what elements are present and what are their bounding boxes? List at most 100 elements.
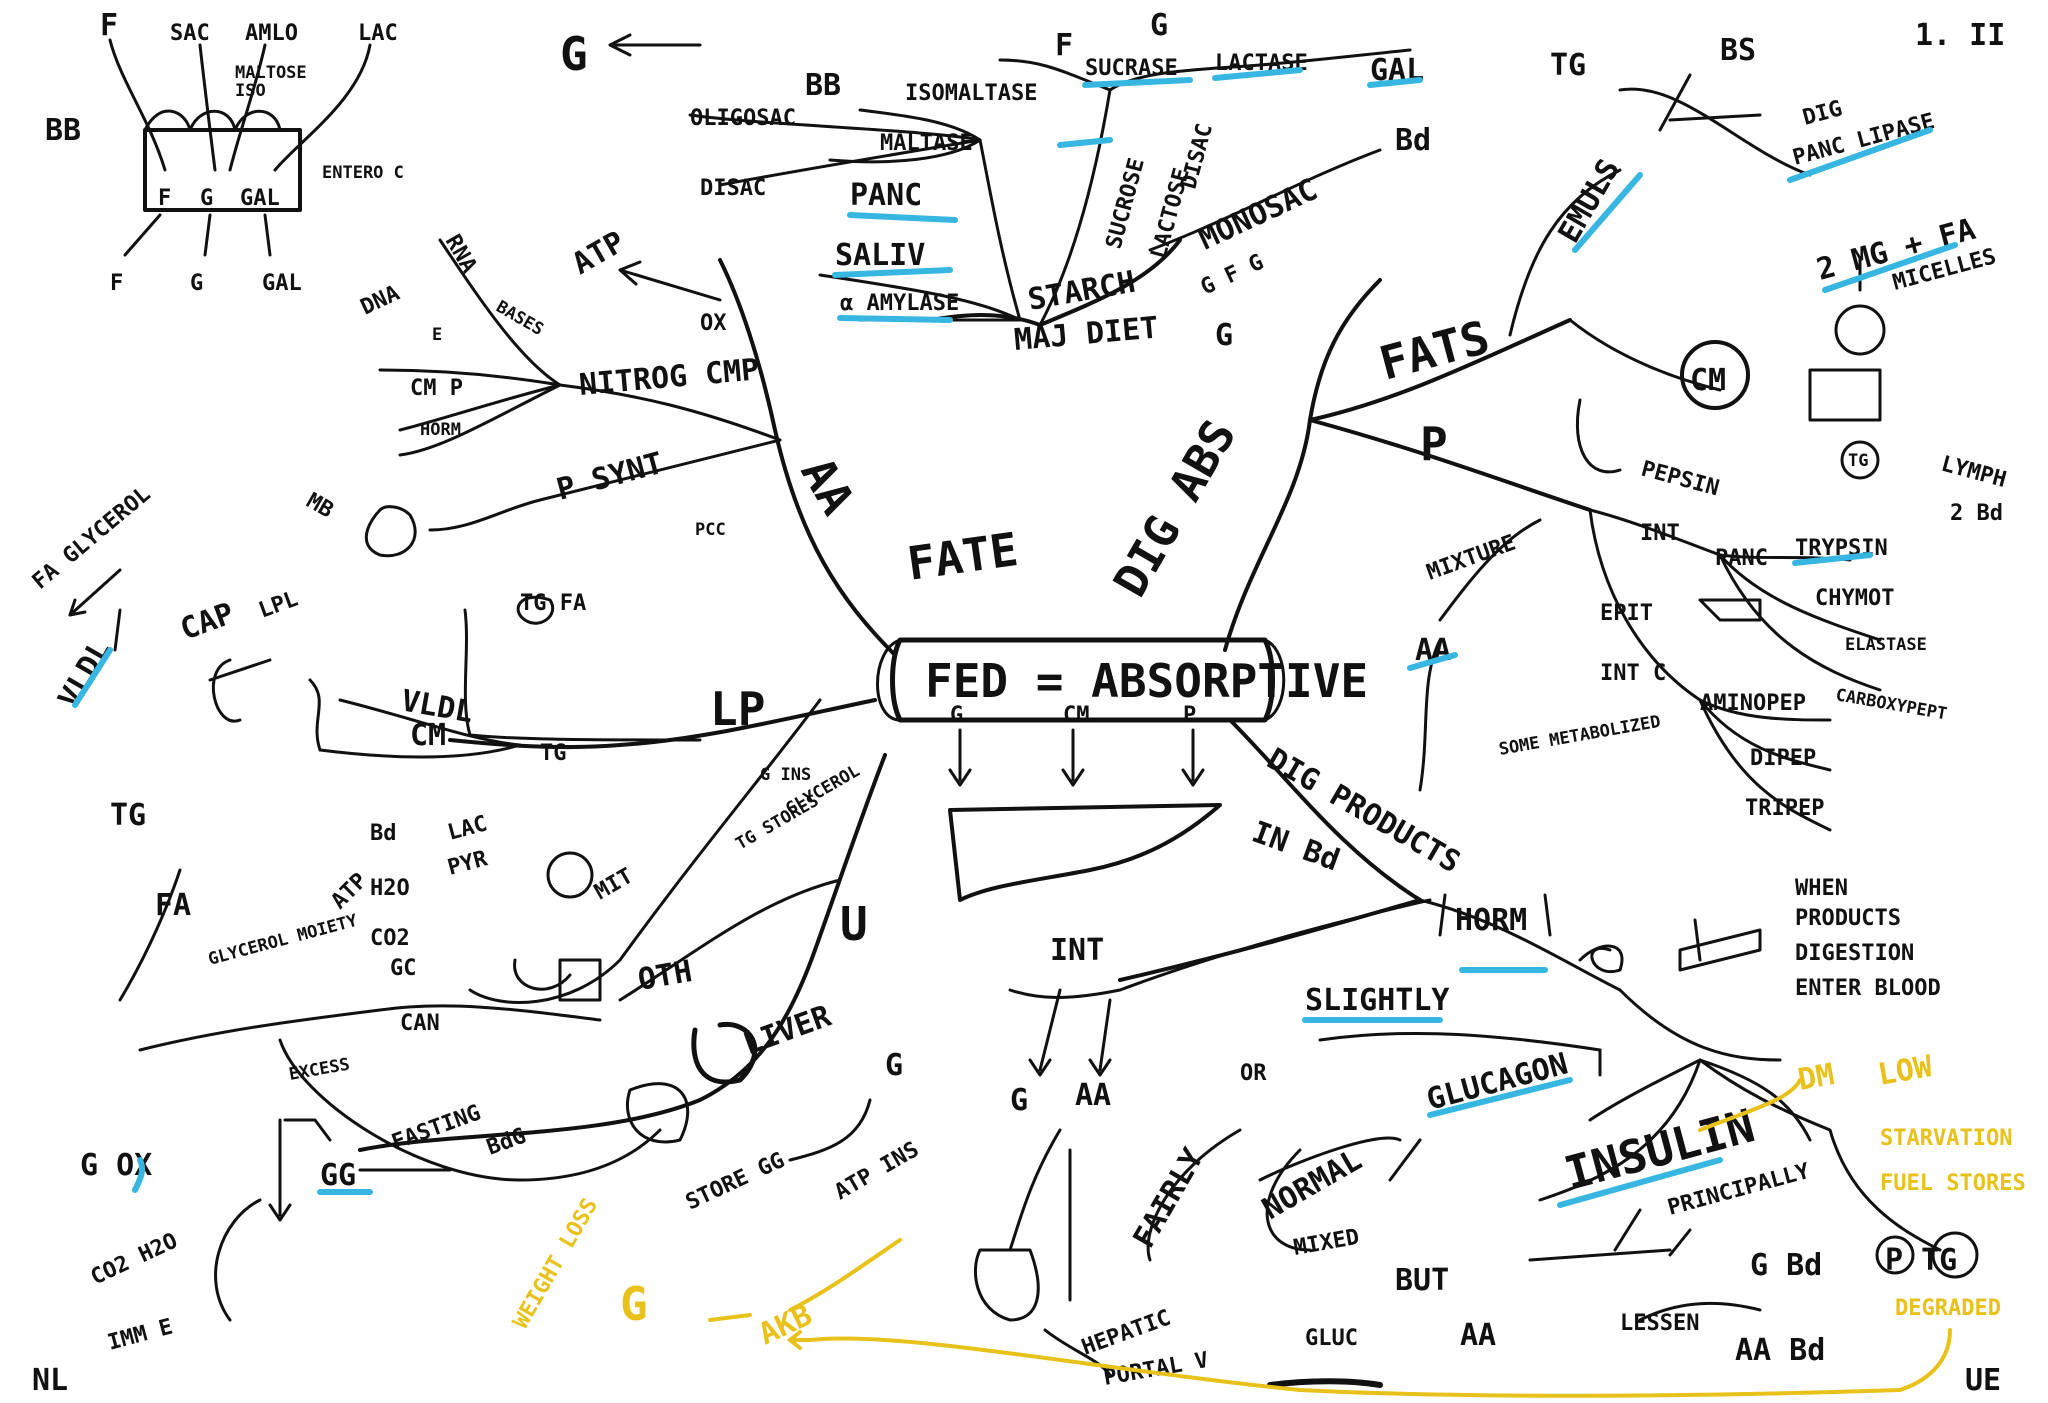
carb-disac: DISAC — [700, 176, 766, 201]
carb-amylase: α AMYLASE — [840, 291, 959, 316]
liver-mit: MIT — [591, 864, 638, 906]
liver-bdg: BdG — [484, 1124, 530, 1161]
carbs-branch: BB ISOMALTASE MALTASE OLIGOSAC DISAC PAN… — [560, 8, 1431, 353]
aa-e: E — [432, 325, 442, 345]
carb-sucrose: SUCROSE — [1102, 156, 1150, 252]
int-g: G — [1010, 1083, 1028, 1118]
carb-saliv: SALIV — [835, 238, 925, 273]
horm-but: BUT — [1395, 1263, 1449, 1298]
lp-fa-glycerol: FA GLYCEROL — [28, 482, 156, 595]
bb-inner-g: G — [200, 186, 213, 211]
int-int: INT — [1050, 933, 1104, 968]
liver-store-gg: STORE GG — [682, 1148, 789, 1215]
carb-panc: PANC — [850, 178, 922, 213]
branch-lp: LP — [710, 682, 765, 736]
aa-cm-p: CM P — [410, 376, 463, 401]
corner-bottom-right: UE — [1965, 1363, 2001, 1398]
lp-fa: FA — [155, 888, 191, 923]
liver-g-ins2: G — [885, 1048, 903, 1083]
horm-horm: HORM — [1455, 903, 1527, 938]
aa-ox: OX — [700, 311, 727, 336]
aa-bases: BASES — [493, 297, 547, 340]
carb-maltase: MALTASE — [880, 131, 973, 156]
horm-when-1: PRODUCTS — [1795, 906, 1901, 931]
aa-nitrog: NITROG CMP — [578, 352, 761, 403]
p-carboxypept: CARBOXYPEPT — [1834, 685, 1948, 724]
branch-diet: MAJ DIET — [1013, 311, 1160, 358]
horm-mixed: MIXED — [1292, 1225, 1362, 1261]
p-tripep: TRIPEP — [1745, 796, 1824, 821]
center-mark-cm: CM — [1063, 703, 1090, 728]
bb-out-f: F — [110, 271, 123, 296]
aa-atp: ATP — [567, 225, 631, 282]
carb-starch: STARCH — [1025, 265, 1138, 318]
carb-f: F — [1055, 28, 1073, 63]
bb-box: BB F SAC AMLO LAC MALTOSE ISO ENTERO C F… — [45, 8, 404, 296]
lp-tg-fa: TG FA — [520, 591, 586, 616]
corner-bottom-left: NL — [32, 1363, 68, 1398]
horm-branch: HORM WHEN PRODUCTS DIGESTION ENTER BLOOD… — [1127, 876, 1979, 1388]
liver-can: CAN — [400, 1011, 440, 1036]
bb-enterocyte: ENTERO C — [322, 163, 404, 183]
p-branch: PEPSIN INT PANC TRYPSIN CHYMOT ELASTASE … — [1415, 457, 1948, 832]
liver-g-ins: G INS — [760, 765, 811, 785]
bb-lac: LAC — [358, 21, 398, 46]
center-mark-p: P — [1183, 703, 1196, 728]
p-mixture: MIXTURE — [1424, 530, 1520, 585]
carb-g2: G — [1215, 318, 1233, 353]
horm-or: OR — [1240, 1061, 1267, 1086]
fats-lymph: LYMPH — [1938, 452, 2008, 493]
horm-when-0: WHEN — [1795, 876, 1848, 901]
branch-fate: FATE — [904, 522, 1021, 591]
bb-out-gal: GAL — [262, 271, 302, 296]
center-title: FED = ABSORPTIVE — [925, 654, 1368, 708]
liver-excess: EXCESS — [287, 1055, 351, 1085]
carb-to-g: G — [560, 27, 588, 81]
liver-tg-stores: TG STORES — [733, 791, 823, 854]
carb-disac2: DISAC — [1177, 121, 1218, 191]
bb-title: BB — [45, 113, 81, 148]
p-aminopep: AMINOPEP — [1700, 691, 1806, 716]
aa-p-synt: P SYNT — [553, 446, 667, 508]
horm-lessen: LESSEN — [1620, 1311, 1699, 1336]
carb-isomaltase: ISOMALTASE — [905, 81, 1037, 106]
branch-carb: U — [840, 897, 868, 951]
int-aa: AA — [1075, 1078, 1111, 1113]
aa-mb: MB — [302, 489, 337, 524]
liver-imm-e: IMM E — [105, 1315, 175, 1356]
p-dipep: DIPEP — [1750, 746, 1816, 771]
yellow-keto: AKB — [754, 1298, 818, 1353]
horm-when-3: ENTER BLOOD — [1795, 976, 1941, 1001]
p-some: SOME METABOLIZED — [1497, 712, 1662, 760]
p-pepsin: PEPSIN — [1638, 457, 1721, 502]
liver-bd: Bd — [370, 821, 397, 846]
lp-cm: CM — [410, 718, 446, 753]
yellow-g: G — [620, 1277, 648, 1331]
fats-cm: CM — [1690, 363, 1726, 398]
int-hepatic: HEPATIC — [1079, 1305, 1175, 1360]
lp-glycerol-moiety: GLYCEROL MOIETY — [206, 911, 360, 970]
horm-aa-bd: AA Bd — [1735, 1333, 1825, 1368]
carb-bd: Bd — [1395, 123, 1431, 158]
carb-monosac: MONOSAC — [1194, 172, 1323, 257]
bb-inner-gal: GAL — [240, 186, 280, 211]
yellow-weight-loss: WEIGHT LOSS — [509, 1194, 604, 1333]
lp-lpl: LPL — [256, 587, 302, 624]
p-chymot: CHYMOT — [1815, 586, 1894, 611]
horm-slightly: SLIGHTLY — [1305, 983, 1450, 1018]
horm-fairly: FAIRLY — [1127, 1143, 1211, 1254]
carb-g: G — [1150, 8, 1168, 43]
lp-tg2: TG — [110, 798, 146, 833]
liver-other: OTH — [635, 954, 694, 998]
p-panc: PANC — [1715, 546, 1768, 571]
liver-a-ins: ATP INS — [831, 1137, 924, 1205]
liver-co2: CO2 — [370, 926, 410, 951]
liver-fasting: FASTING — [389, 1100, 485, 1155]
fats-dig: DIG — [1800, 96, 1845, 130]
fats-bs: BS — [1720, 33, 1756, 68]
horm-gluc: GLUC — [1305, 1326, 1358, 1351]
bb-sac: SAC — [170, 21, 210, 46]
horm-g-bd: G Bd — [1750, 1248, 1822, 1283]
bb-maltose: MALTOSE — [235, 63, 307, 83]
yellow-fuel-stores: FUEL STORES — [1880, 1171, 2026, 1196]
